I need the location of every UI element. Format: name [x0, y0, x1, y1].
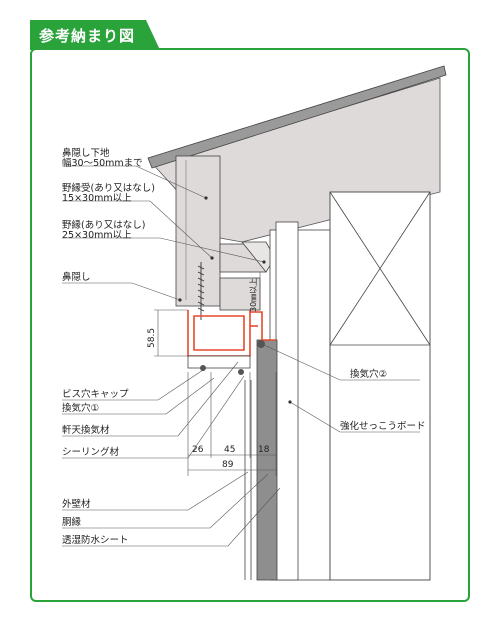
label-hanakakushi: 鼻隠し	[62, 271, 91, 283]
title-tab	[30, 20, 160, 50]
diagram-frame	[30, 48, 470, 602]
gypsum-board	[275, 221, 299, 581]
label-nobuchi-uke-size: 15×30mm以上	[62, 193, 132, 204]
roof-edge	[147, 65, 447, 169]
dim-45: 45	[224, 445, 235, 455]
label-hanakakushi-base: 鼻隠し下地	[62, 147, 110, 159]
label-sealant: シーリング材	[62, 446, 120, 458]
soffit-panel	[187, 355, 251, 369]
label-nobuchi-uke: 野縁受(あり又はなし)	[62, 182, 155, 194]
label-hanakakushi-base-width: 幅30～50mmまで	[62, 157, 143, 169]
exterior-wall-cladding	[256, 339, 278, 581]
dim-30-min: 30㎜以上	[249, 278, 258, 312]
label-moisture-sheet: 透湿防水シート	[62, 534, 129, 546]
nobuchi-member	[219, 277, 261, 311]
label-nobuchi: 野縁(あり又はなし)	[62, 219, 145, 231]
dim-18: 18	[258, 445, 270, 455]
page-title: 参考納まり図	[39, 27, 136, 45]
fascia-board	[175, 155, 221, 307]
screw	[197, 262, 205, 320]
label-soffit-vent: 軒天換気材	[62, 424, 110, 436]
label-furring: 胴縁	[62, 516, 82, 528]
label-nobuchi-size: 25×30mm以上	[62, 230, 132, 241]
label-vent-hole-2: 換気穴②	[350, 368, 387, 380]
label-screw-cap: ビス穴キャップ	[62, 388, 129, 400]
column	[329, 191, 431, 581]
dim-26: 26	[192, 445, 204, 455]
dim-89: 89	[222, 460, 234, 470]
label-exterior-wall: 外壁材	[62, 498, 91, 510]
label-vent-hole-1: 換気穴①	[62, 402, 99, 414]
label-gypsum-board: 強化せっこうボード	[340, 420, 426, 432]
dim-58-5: 58.5	[147, 328, 157, 348]
